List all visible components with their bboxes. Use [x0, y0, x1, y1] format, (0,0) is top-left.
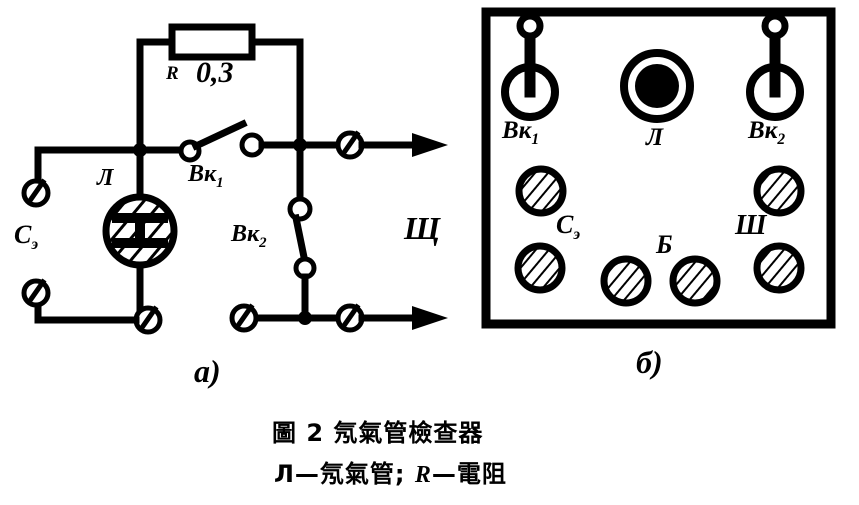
panel-shunt-label: Ш [735, 210, 767, 241]
panel-switch1-knob [516, 12, 544, 40]
panel-socket-sh-2-hatch [757, 246, 801, 290]
caption-line2-post: —電阻 [431, 460, 507, 488]
panel-socket-sh-2 [753, 242, 805, 294]
figure-caption-line-1: 圖 2 氖氣管檢查器 [272, 419, 484, 447]
switch2-blade [291, 213, 310, 267]
schematic-switch1-sub: 1 [216, 174, 224, 191]
terminal-lamp-bottom-slash [137, 305, 159, 333]
panel-switch2-text: Вк [748, 117, 778, 144]
panel-switch2-knob [761, 12, 789, 40]
panel-part-b [481, 7, 836, 329]
panel-socket-ce-1-hatch [519, 169, 563, 213]
schematic-part-a [21, 23, 448, 335]
panel-capacitor-sub: э [573, 226, 581, 244]
schematic-shunt-label: Щ [404, 210, 441, 246]
panel-lamp-glow [635, 64, 679, 108]
panel-capacitor-label: Сэ [556, 212, 580, 243]
schematic-switch2-text: Вк [231, 221, 260, 247]
part-b-label: б) [636, 344, 663, 380]
panel-socket-b-1 [600, 255, 652, 307]
output-terminal-lower-slash [339, 303, 361, 331]
panel-socket-ce-2-hatch [518, 246, 562, 290]
schematic-lamp-label: Л [97, 165, 114, 191]
caption-line2-latin: R [414, 462, 432, 488]
switch1-blade [191, 119, 248, 151]
panel-switch1-sub: 1 [531, 131, 540, 148]
figure-caption-line-2: Л—氖氣管; R—電阻 [274, 462, 507, 487]
part-a-label: a) [194, 353, 221, 389]
output-arrow-lower-head [412, 306, 448, 330]
panel-switch1-label: Вк1 [502, 118, 539, 148]
schematic-capacitor-sub: э [31, 236, 39, 254]
resistor-right-lead [248, 38, 304, 152]
schematic-switch1-label: Вк1 [188, 162, 224, 191]
panel-socket-ce-1 [515, 165, 567, 217]
panel-capacitor-text: С [556, 210, 574, 239]
resistor-designator-label: R [166, 63, 179, 84]
terminal-capacitor-lower-slash [25, 278, 47, 306]
panel-socket-ce-2 [514, 242, 566, 294]
resistor-symbol [168, 23, 256, 61]
resistor-value-label: 0,3 [196, 56, 234, 89]
node-dot-lower-right [298, 311, 312, 325]
panel-switch1-text: Вк [502, 117, 532, 144]
panel-switch2-label: Вк2 [748, 118, 785, 148]
schematic-switch2-sub: 2 [259, 234, 267, 251]
output-arrow-upper-head [412, 133, 448, 157]
panel-socket-group [514, 165, 805, 307]
schematic-switch2-label: Вк2 [231, 222, 267, 251]
panel-socket-sh-1-hatch [757, 169, 801, 213]
panel-socket-b-2-hatch [673, 259, 717, 303]
panel-lamp-label: Л [646, 124, 664, 151]
switch2-contact-top [287, 196, 313, 222]
panel-socket-sh-1 [753, 165, 805, 217]
schematic-capacitor-label: Сэ [14, 222, 38, 253]
panel-switch2-sub: 2 [777, 131, 786, 148]
schematic-switch1-text: Вк [188, 161, 217, 187]
terminal-capacitor-upper-slash [25, 178, 47, 206]
node-dot-main [133, 143, 147, 157]
panel-socket-b-2 [669, 255, 721, 307]
caption-line2-pre: Л—氖氣管; [274, 460, 415, 488]
panel-battery-label: Б [656, 230, 673, 259]
panel-socket-b-1-hatch [604, 259, 648, 303]
output-terminal-upper-slash [339, 130, 361, 158]
resistor-left-lead [136, 38, 176, 154]
terminal-lower-mid-slash [233, 303, 255, 331]
lamp-electrode-stem [135, 213, 145, 248]
schematic-capacitor-text: С [14, 220, 32, 249]
